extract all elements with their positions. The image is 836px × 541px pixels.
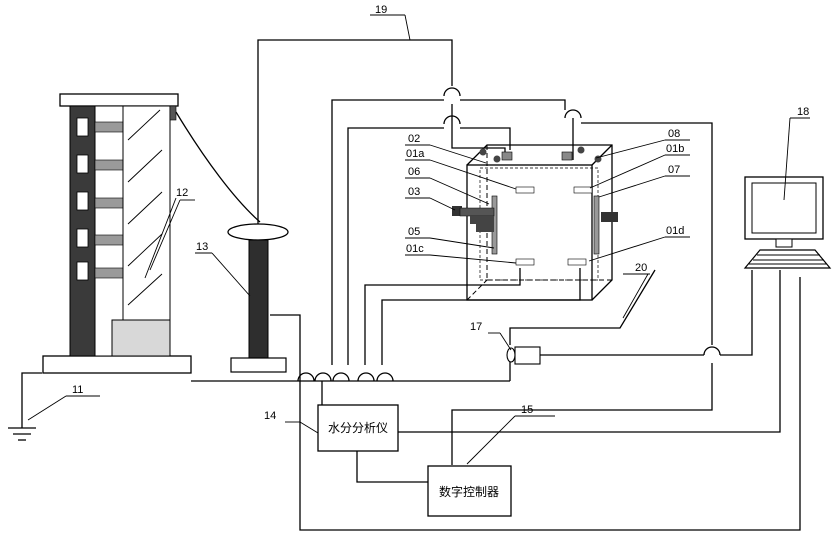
label-20: 20 [635,262,647,274]
label-15: 15 [521,404,533,416]
digital-controller-label: 数字控制器 [439,484,499,499]
digital-controller: 数字控制器 [428,466,511,516]
label-06: 06 [408,166,420,178]
moisture-analyzer-label: 水分分析仪 [328,421,388,435]
label-11: 11 [72,384,83,396]
label-13: 13 [196,241,208,253]
label-01b: 01b [666,143,684,155]
wiring [258,40,800,530]
label-14: 14 [264,410,276,422]
label-18: 18 [797,106,809,118]
label-01d: 01d [666,225,684,237]
label-19: 19 [375,4,387,16]
label-02: 02 [408,133,420,145]
label-05: 05 [408,226,420,238]
label-17: 17 [470,321,482,333]
sensor-17 [507,347,540,364]
label-07: 07 [668,164,680,176]
impulse-generator [43,94,260,373]
label-01a: 01a [406,148,425,160]
label-01c: 01c [406,243,424,255]
label-03: 03 [408,186,420,198]
label-12: 12 [176,187,188,199]
moisture-analyzer: 水分分析仪 [318,405,398,451]
ground-symbol [8,373,42,440]
test-cell [452,145,618,300]
label-08: 08 [668,128,680,140]
computer-18 [745,177,830,268]
